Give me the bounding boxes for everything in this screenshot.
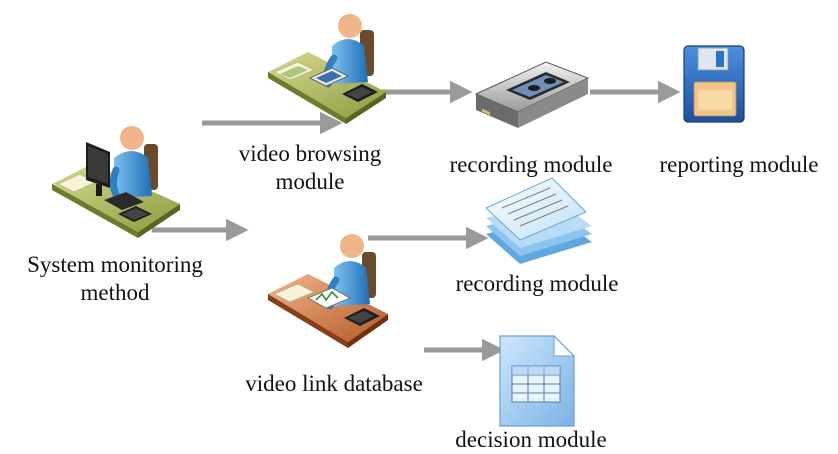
tape-drive-icon — [474, 61, 590, 128]
label-decision: decision module — [455, 427, 607, 452]
label-video-browsing: video browsing module — [220, 140, 400, 196]
label-recording-mid: recording module — [455, 271, 619, 296]
label-system-monitoring-line2: method — [80, 280, 150, 305]
label-system-monitoring-line1: System monitoring — [27, 252, 203, 277]
label-video-browsing-line1: video browsing — [238, 141, 382, 166]
label-reporting: reporting module — [659, 152, 819, 177]
spreadsheet-document-icon — [499, 334, 576, 427]
person-at-computer-desk-icon — [52, 126, 180, 238]
stacked-papers-icon — [485, 177, 592, 264]
floppy-disk-icon — [683, 45, 745, 123]
label-recording-top: recording module — [449, 152, 613, 177]
label-video-link-db: video link database — [245, 371, 423, 396]
label-system-monitoring: System monitoring method — [2, 251, 228, 307]
label-video-browsing-line2: module — [275, 169, 345, 194]
person-at-phone-desk-icon — [268, 14, 386, 124]
person-at-document-desk-icon — [268, 234, 388, 348]
arrows — [152, 80, 681, 362]
